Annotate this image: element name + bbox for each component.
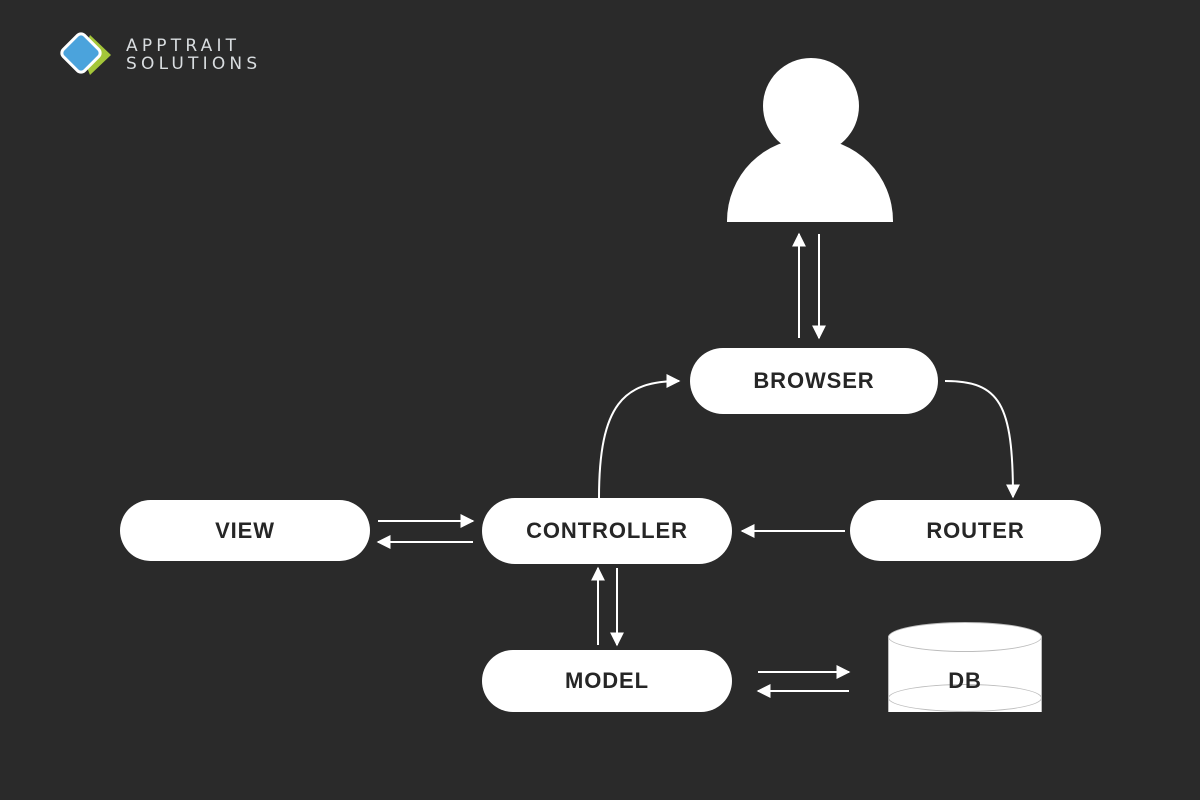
- node-controller-label: CONTROLLER: [526, 518, 688, 543]
- user-body-shape: [727, 138, 893, 222]
- node-view-label: VIEW: [215, 517, 275, 543]
- node-db[interactable]: DB: [888, 622, 1042, 726]
- node-browser[interactable]: BROWSER: [690, 348, 938, 414]
- node-router-label: ROUTER: [926, 517, 1025, 543]
- logo-line-1: APPTRAIT: [126, 35, 241, 56]
- node-controller[interactable]: CONTROLLER: [482, 498, 732, 564]
- db-cylinder-top: [888, 622, 1042, 652]
- node-model[interactable]: MODEL: [482, 650, 732, 712]
- logo-line-2: SOLUTIONS: [126, 54, 262, 74]
- logo-diamond-icon: [60, 32, 111, 75]
- brand-logo: APPTRAIT SOLUTIONS: [60, 32, 261, 78]
- db-cylinder-bottom: [888, 684, 1042, 712]
- edge-browser-to-router: [944, 380, 1020, 499]
- node-view[interactable]: VIEW: [120, 500, 370, 561]
- node-browser-label: BROWSER: [753, 368, 875, 393]
- user-person-icon: [727, 58, 893, 222]
- logo-wordmark: APPTRAIT SOLUTIONS: [126, 37, 261, 73]
- node-model-label: MODEL: [565, 668, 649, 693]
- node-db-label: DB: [948, 668, 982, 693]
- edge-controller-to-browser: [598, 374, 681, 499]
- logo-diamond-mark: [60, 32, 114, 78]
- node-router[interactable]: ROUTER: [850, 500, 1101, 561]
